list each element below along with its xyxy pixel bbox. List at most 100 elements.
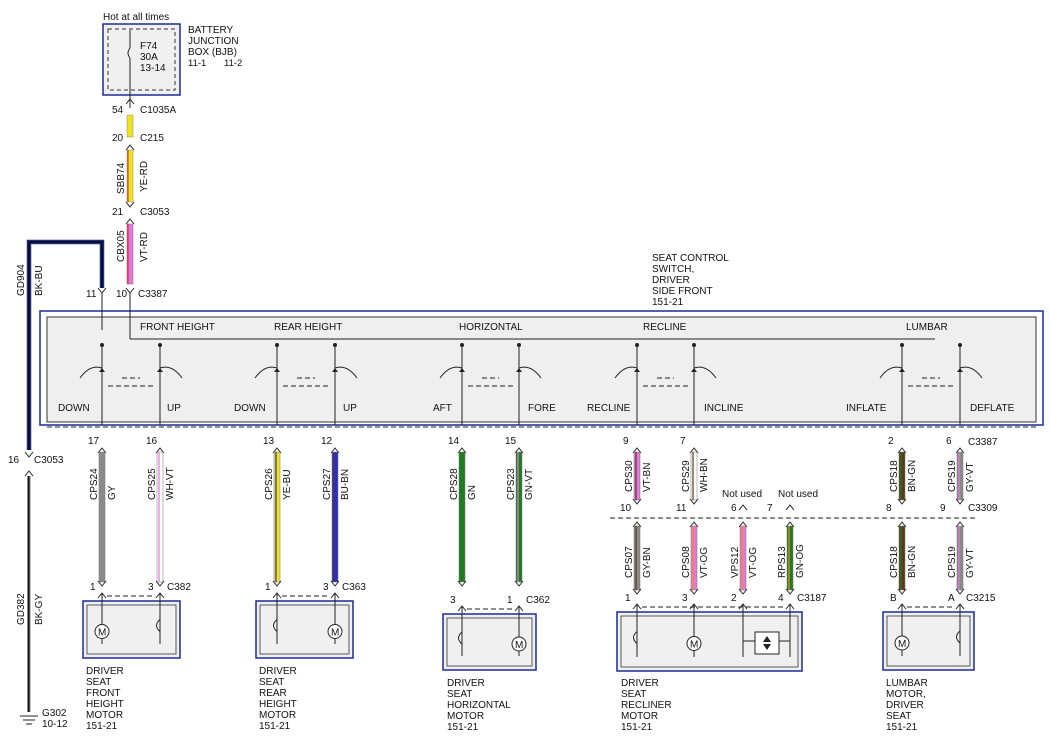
pin-21: 21	[112, 207, 124, 218]
switch-title-line-4: SIDE FRONT	[652, 286, 713, 297]
circuit-gd904: GD904	[16, 264, 27, 296]
pos-inflate: INFLATE	[846, 403, 887, 414]
not-used-stub	[738, 504, 748, 511]
wire-segment	[690, 451, 698, 501]
pos-down-front: DOWN	[58, 403, 90, 414]
motor-pin: B	[890, 593, 897, 604]
wire-circuit-label: CPS28	[449, 468, 460, 500]
wire-pin: 7	[680, 436, 686, 447]
wire-color-label: GY-BN	[642, 547, 653, 578]
wire-color-label: WH-VT	[165, 467, 176, 500]
connector-c3309: C3309	[968, 503, 998, 514]
motor-pin: 2	[731, 593, 737, 604]
brush-contact-icon	[458, 631, 463, 645]
motor-connector: C3215	[966, 593, 996, 604]
motor-pin: A	[948, 593, 955, 604]
wire-pin: 9	[623, 436, 629, 447]
circuit-cbx05: CBX05	[116, 230, 127, 262]
switch-title-line-5: 151-21	[652, 297, 684, 308]
pin-16-ground: 16	[8, 455, 20, 466]
ground-symbol-icon	[20, 715, 38, 725]
wire-segment	[898, 525, 906, 591]
wire-color-label: GY-VT	[965, 462, 976, 492]
wire-color-label: VT-OG	[699, 547, 710, 578]
wire-pin: 2	[888, 436, 894, 447]
pos-recline: RECLINE	[587, 403, 631, 414]
fuse-id: F74	[140, 41, 158, 52]
color-vt-rd: VT-RD	[139, 232, 150, 262]
motor-pin: 3	[323, 582, 329, 593]
motor-label-line: DRIVER	[621, 678, 659, 689]
wire-color-label: BN-GN	[907, 546, 918, 578]
circuit-sbb74: SBB74	[116, 162, 127, 194]
inline-pin-7: 7	[767, 503, 773, 514]
fuse-symbol-icon	[127, 30, 131, 92]
motor-label-line: MOTOR	[621, 711, 658, 722]
bjb-name-line-1: BATTERY	[188, 25, 234, 36]
lower-wire-cps18: CPS18 BN-GN	[889, 521, 918, 595]
wire-color-label: BU-BN	[340, 469, 351, 500]
motor-pin: 3	[148, 582, 154, 593]
wire-pin: 6	[946, 436, 952, 447]
connector-c3387-bottom: C3387	[968, 437, 998, 448]
motor-label-line: REAR	[259, 688, 287, 699]
pin-54: 54	[112, 105, 124, 116]
wire-circuit-label: CPS23	[506, 468, 517, 500]
motor-connector: C363	[342, 582, 366, 593]
not-used-label-2: Not used	[778, 489, 818, 500]
wire-circuit-label: VPS12	[730, 546, 741, 578]
pos-fore: FORE	[528, 403, 556, 414]
wire-color-label: GY	[107, 485, 118, 500]
wire-circuit-label: CPS29	[681, 460, 692, 492]
wire-color-label: BN-GN	[907, 460, 918, 492]
switch-contact-pair-3	[439, 343, 542, 425]
wire-circuit-label: CPS25	[147, 468, 158, 500]
motor-label-line: SEAT	[621, 689, 646, 700]
pin-11: 11	[86, 289, 97, 300]
inline-pin-6: 6	[731, 503, 737, 514]
wire-circuit-label: CPS24	[89, 468, 100, 500]
motor-label-line: DRIVER	[447, 678, 485, 689]
fuse-rating: 30A	[140, 52, 158, 63]
ground-wire: GD904 BK-BU 11 10 C3387 16 C3053 GD382 B…	[8, 239, 168, 730]
motor-label-line: DRIVER	[259, 666, 297, 677]
motor-pin: 1	[265, 582, 271, 593]
inline-pin-9: 9	[940, 503, 946, 514]
switch-title-line-1: SEAT CONTROL	[652, 253, 729, 264]
switch-title: SEAT CONTROL SWITCH, DRIVER SIDE FRONT 1…	[652, 253, 729, 308]
section-front-height: FRONT HEIGHT	[140, 322, 215, 333]
motor-label-line: 151-21	[886, 722, 918, 733]
wire-circuit-label: CPS19	[947, 546, 958, 578]
wire-pin: 17	[88, 436, 100, 447]
pos-up-rear: UP	[343, 403, 357, 414]
fuse-pins: 13-14	[140, 63, 166, 74]
wire-segment	[273, 451, 281, 583]
wire-color-label: GN	[467, 485, 478, 500]
wire-circuit-label: CPS26	[264, 468, 275, 500]
not-used-label-1: Not used	[722, 489, 762, 500]
color-ye-rd: YE-RD	[139, 161, 150, 192]
motor-icon-letter: M	[898, 639, 906, 650]
motor-label-line: LUMBAR	[886, 678, 928, 689]
motor-label-line: SEAT	[259, 677, 284, 688]
motor-label-line: MOTOR	[86, 710, 123, 721]
wire-circuit-label: CPS18	[889, 546, 900, 578]
inline-pin-8: 8	[886, 503, 892, 514]
connector-c3053-ground: C3053	[34, 455, 64, 466]
pin-20: 20	[112, 133, 124, 144]
wire-pin: 12	[321, 436, 333, 447]
motor-label-line: DRIVER	[86, 666, 124, 677]
switch-title-line-2: SWITCH,	[652, 264, 694, 275]
pos-deflate: DEFLATE	[970, 403, 1015, 414]
